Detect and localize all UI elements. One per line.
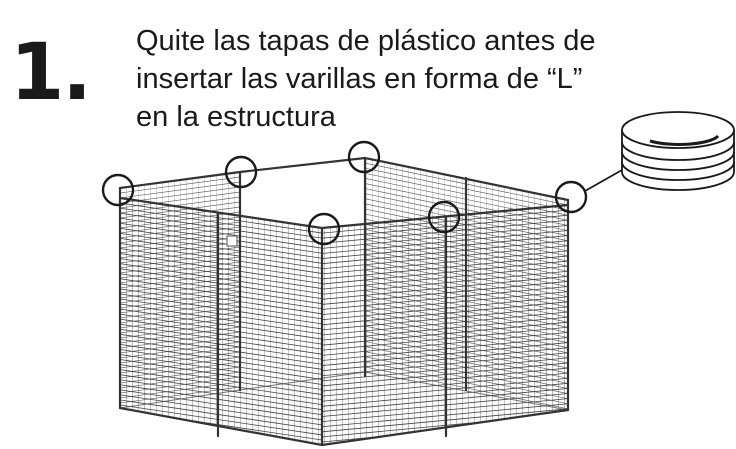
cap-highlight-circle [427, 200, 461, 234]
mesh-wire [120, 313, 322, 345]
mesh-wire [120, 176, 240, 194]
mesh-wire [120, 217, 322, 249]
mesh-wire [120, 364, 322, 395]
mesh-wire [120, 258, 322, 289]
mesh-wire [120, 379, 322, 411]
instruction-line: insertar las varillas en forma de “L” [136, 63, 583, 95]
instruction-line: Quite las tapas de plástico antes de [136, 25, 596, 57]
mesh-wire [120, 293, 322, 325]
cap-highlight-circle [347, 140, 381, 174]
mesh-wire [120, 181, 240, 199]
mesh-wire [120, 389, 322, 421]
leader-line [584, 169, 623, 192]
door-latch [226, 235, 238, 247]
cap-highlight-circle [307, 212, 341, 246]
mesh-wire [120, 359, 322, 390]
mesh-wire [120, 303, 322, 335]
mesh-wire [120, 384, 322, 416]
mesh-wire [120, 253, 322, 284]
mesh-wire [120, 338, 322, 370]
mesh-wire [120, 308, 322, 340]
mesh-wire [120, 263, 322, 295]
mesh-wire [120, 323, 322, 355]
mesh-wire [120, 374, 322, 406]
mesh-wire [120, 298, 322, 330]
mesh-wire [120, 222, 322, 254]
mesh-wire [120, 243, 322, 274]
mesh-wire [120, 354, 322, 385]
mesh-wire [120, 369, 322, 401]
mesh-wire [120, 343, 322, 375]
mesh-wire [120, 248, 322, 279]
mesh-wire [120, 207, 322, 239]
mesh-wire [120, 212, 322, 244]
mesh-wire [120, 237, 322, 269]
step-number: 1. [10, 28, 92, 118]
mesh-wire [120, 404, 322, 436]
instruction-text: Quite las tapas de plástico antes de ins… [136, 22, 696, 136]
instruction-line: en la estructura [136, 101, 336, 133]
mesh-wire [120, 349, 322, 380]
cap-highlight-circle [554, 180, 588, 214]
mesh-wire [120, 268, 322, 300]
front-left-panel [120, 198, 322, 445]
mesh-wire [120, 328, 322, 360]
kennel-illustration [118, 156, 570, 447]
mesh-wire [120, 227, 322, 259]
plastic-cap-icon [621, 111, 735, 191]
mesh-wire [120, 232, 322, 264]
mesh-wire [120, 283, 322, 315]
mesh-wire [120, 394, 322, 426]
cap-highlight-circle [224, 155, 258, 189]
cap-highlight-circle [101, 173, 135, 207]
mesh-wire [120, 278, 322, 310]
mesh-wire [120, 288, 322, 320]
mesh-wire [120, 202, 322, 234]
mesh-wire [120, 318, 322, 350]
mesh-wire [120, 333, 322, 365]
mesh-wire [120, 399, 322, 431]
mesh-wire [120, 273, 322, 305]
